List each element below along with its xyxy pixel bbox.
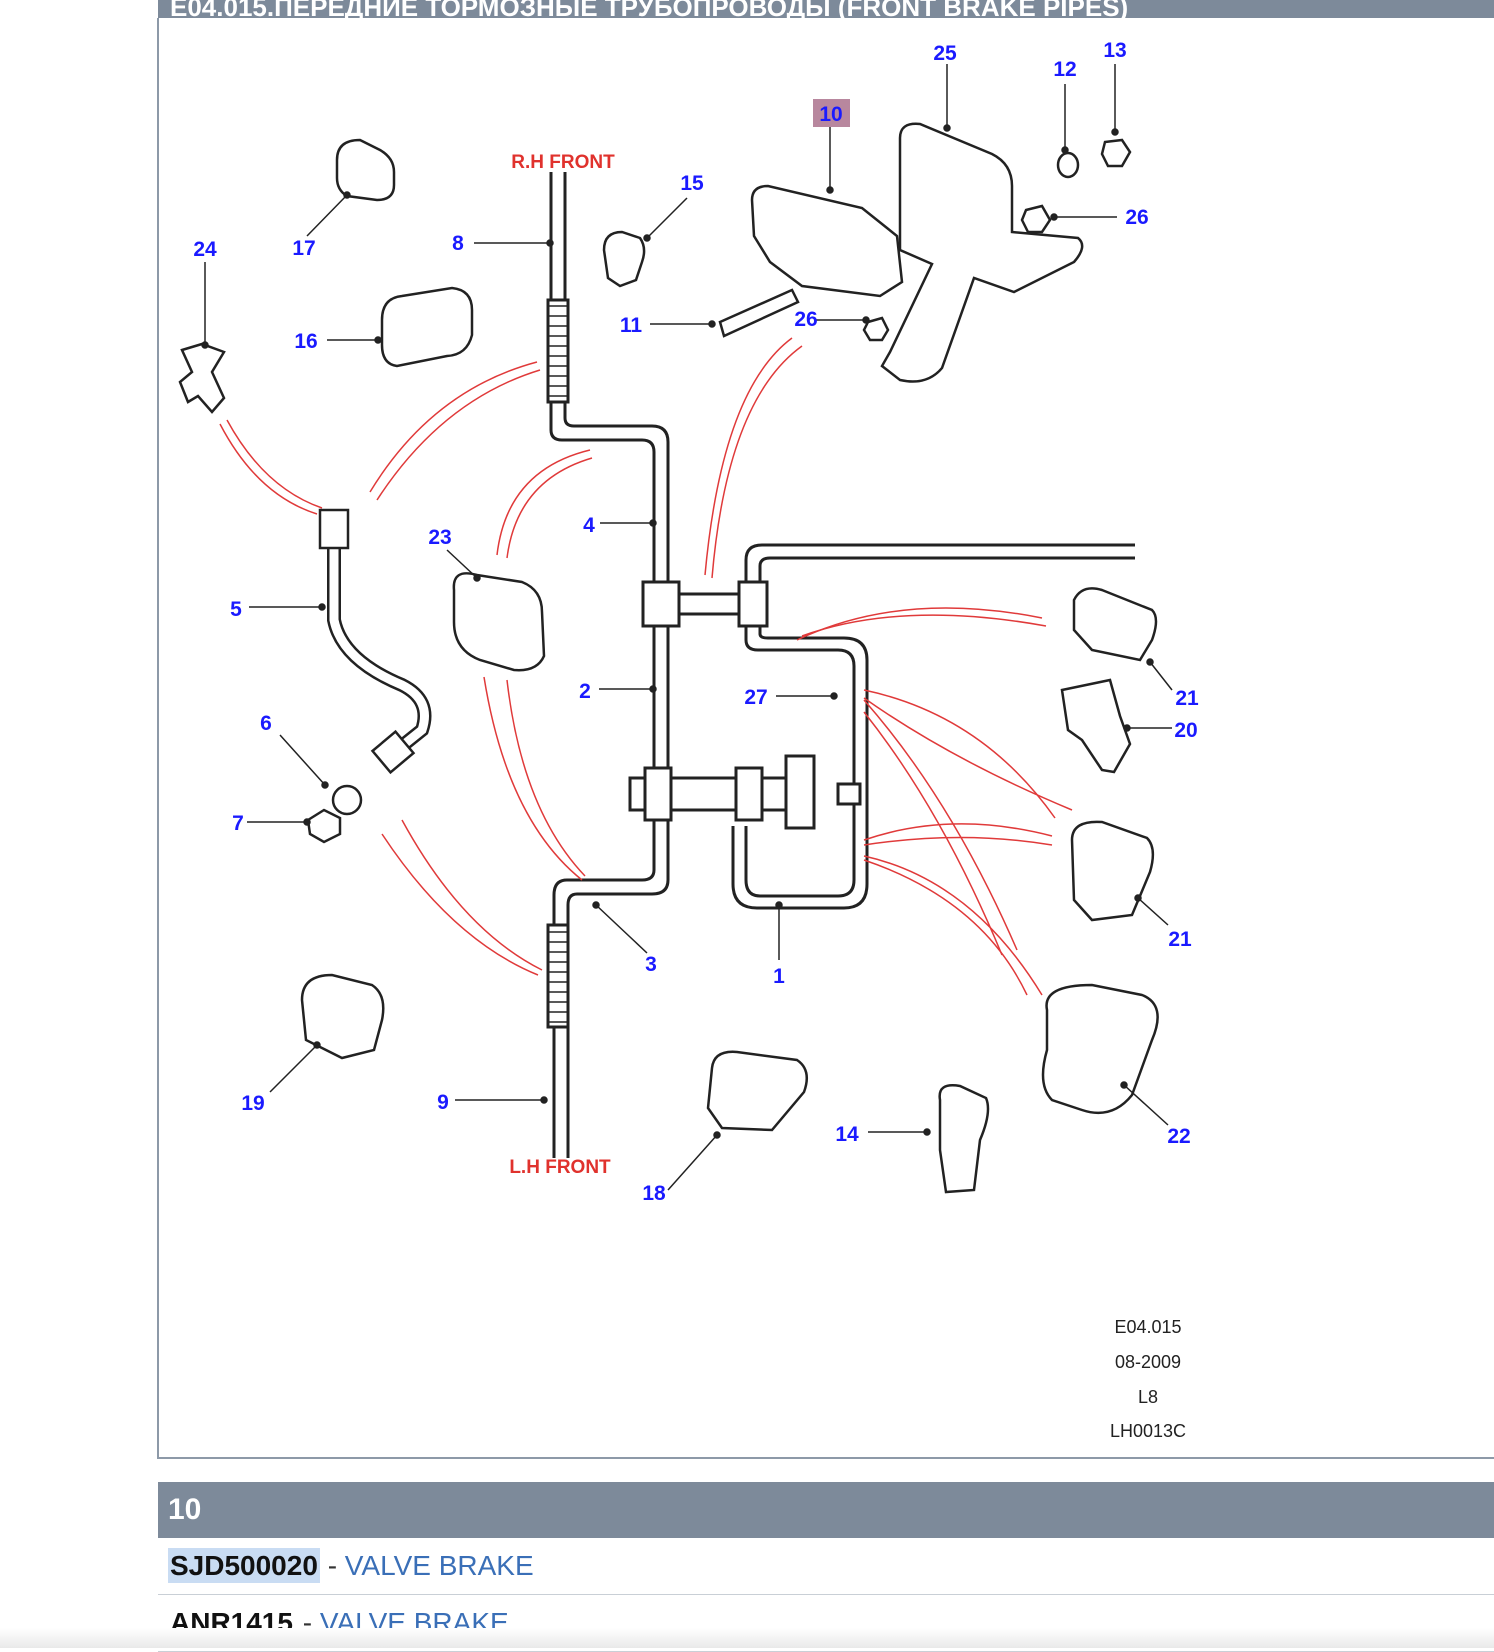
callout-5[interactable]: 5 xyxy=(230,598,242,621)
callout-22[interactable]: 22 xyxy=(1167,1125,1190,1148)
callout-19[interactable]: 19 xyxy=(241,1092,264,1115)
diagram-code: E04.015 xyxy=(1114,1317,1181,1337)
callout-8[interactable]: 8 xyxy=(452,232,464,255)
part-row[interactable]: SJD500020 - VALVE BRAKE xyxy=(158,1538,1494,1595)
callout-18[interactable]: 18 xyxy=(642,1182,666,1205)
diagram-model: L8 xyxy=(1138,1387,1158,1407)
selected-callout-highlight xyxy=(813,99,850,127)
part-name-link[interactable]: VALVE BRAKE xyxy=(344,1550,534,1581)
callout-numbers[interactable]: 1 2 3 4 5 6 7 8 9 10 11 12 13 14 15 16 1… xyxy=(193,39,1199,1205)
callout-7[interactable]: 7 xyxy=(232,812,244,835)
diagram-ref: LH0013C xyxy=(1110,1421,1186,1441)
diagram-info: E04.015 08-2009 L8 LH0013C xyxy=(1110,1317,1186,1441)
clip-16-icon xyxy=(380,286,474,368)
washer-6-icon xyxy=(331,784,363,816)
callout-12[interactable]: 12 xyxy=(1053,58,1076,81)
callout-2[interactable]: 2 xyxy=(579,680,591,703)
part-shapes xyxy=(178,122,1159,1194)
callout-3[interactable]: 3 xyxy=(645,953,657,976)
callout-11[interactable]: 11 xyxy=(620,314,643,337)
connector-arcs xyxy=(219,337,1073,996)
side-labels: R.H FRONT L.H FRONT xyxy=(509,152,615,1178)
bolt-11-icon xyxy=(718,288,800,338)
clip-21-icon xyxy=(1072,587,1158,662)
callout-10[interactable]: 10 xyxy=(819,103,842,126)
rh-front-label: R.H FRONT xyxy=(511,152,615,173)
callout-21b[interactable]: 21 xyxy=(1168,928,1192,951)
page-title: E04.015.ПЕРЕДНИЕ ТОРМОЗНЫЕ ТРУБОПРОВОДЫ … xyxy=(158,0,1494,18)
callout-4[interactable]: 4 xyxy=(583,514,595,537)
nut-7-icon xyxy=(306,808,342,844)
separator: - xyxy=(327,1550,338,1581)
brake-pipes-diagram: 1 2 3 4 5 6 7 8 9 10 11 12 13 14 15 16 1… xyxy=(178,39,1199,1441)
callout-1[interactable]: 1 xyxy=(773,965,785,988)
bracket-25-icon xyxy=(880,122,1084,383)
lh-front-label: L.H FRONT xyxy=(509,1157,611,1178)
washer-12-icon xyxy=(1056,151,1080,179)
callout-6[interactable]: 6 xyxy=(260,712,272,735)
callout-9[interactable]: 9 xyxy=(437,1091,449,1114)
clip-21b-icon xyxy=(1070,820,1155,922)
nut-26-icon xyxy=(1020,204,1052,234)
callout-25[interactable]: 25 xyxy=(933,42,957,65)
clip-18-icon xyxy=(706,1050,809,1132)
leader-lines xyxy=(201,64,1173,1191)
callout-20[interactable]: 20 xyxy=(1174,719,1197,742)
clip-24-icon xyxy=(178,342,226,414)
nut-26b-icon xyxy=(862,316,890,342)
callout-26[interactable]: 26 xyxy=(1125,206,1148,229)
grommet-15-icon xyxy=(602,230,646,288)
callout-15[interactable]: 15 xyxy=(680,172,704,195)
clip-19-icon xyxy=(300,973,385,1060)
callout-26b[interactable]: 26 xyxy=(794,308,817,331)
grommet-23-icon xyxy=(452,572,546,672)
hose-fitting-icon xyxy=(318,508,350,550)
diagram-date: 08-2009 xyxy=(1115,1352,1181,1372)
parts-section-header: 10 xyxy=(158,1482,1494,1538)
callout-16[interactable]: 16 xyxy=(294,330,317,353)
callout-17[interactable]: 17 xyxy=(292,237,315,260)
pipe-lines xyxy=(546,172,1135,1158)
bracket-20-icon xyxy=(1060,678,1132,774)
part-code[interactable]: SJD500020 xyxy=(168,1548,320,1583)
valve-10-icon xyxy=(750,184,904,298)
callout-23[interactable]: 23 xyxy=(428,526,451,549)
callout-13[interactable]: 13 xyxy=(1103,39,1126,62)
clip-17-icon xyxy=(335,138,396,202)
callout-14[interactable]: 14 xyxy=(835,1123,859,1146)
clip-14-icon xyxy=(938,1084,990,1194)
diagram-panel: 1 2 3 4 5 6 7 8 9 10 11 12 13 14 15 16 1… xyxy=(157,18,1494,1459)
nut-13-icon xyxy=(1100,138,1132,168)
window-bottom-edge xyxy=(0,1628,1494,1648)
callout-24[interactable]: 24 xyxy=(193,238,217,261)
callout-21[interactable]: 21 xyxy=(1175,687,1199,710)
separator: - xyxy=(302,1607,313,1638)
callout-27[interactable]: 27 xyxy=(744,686,767,709)
clip-22-icon xyxy=(1041,983,1159,1115)
